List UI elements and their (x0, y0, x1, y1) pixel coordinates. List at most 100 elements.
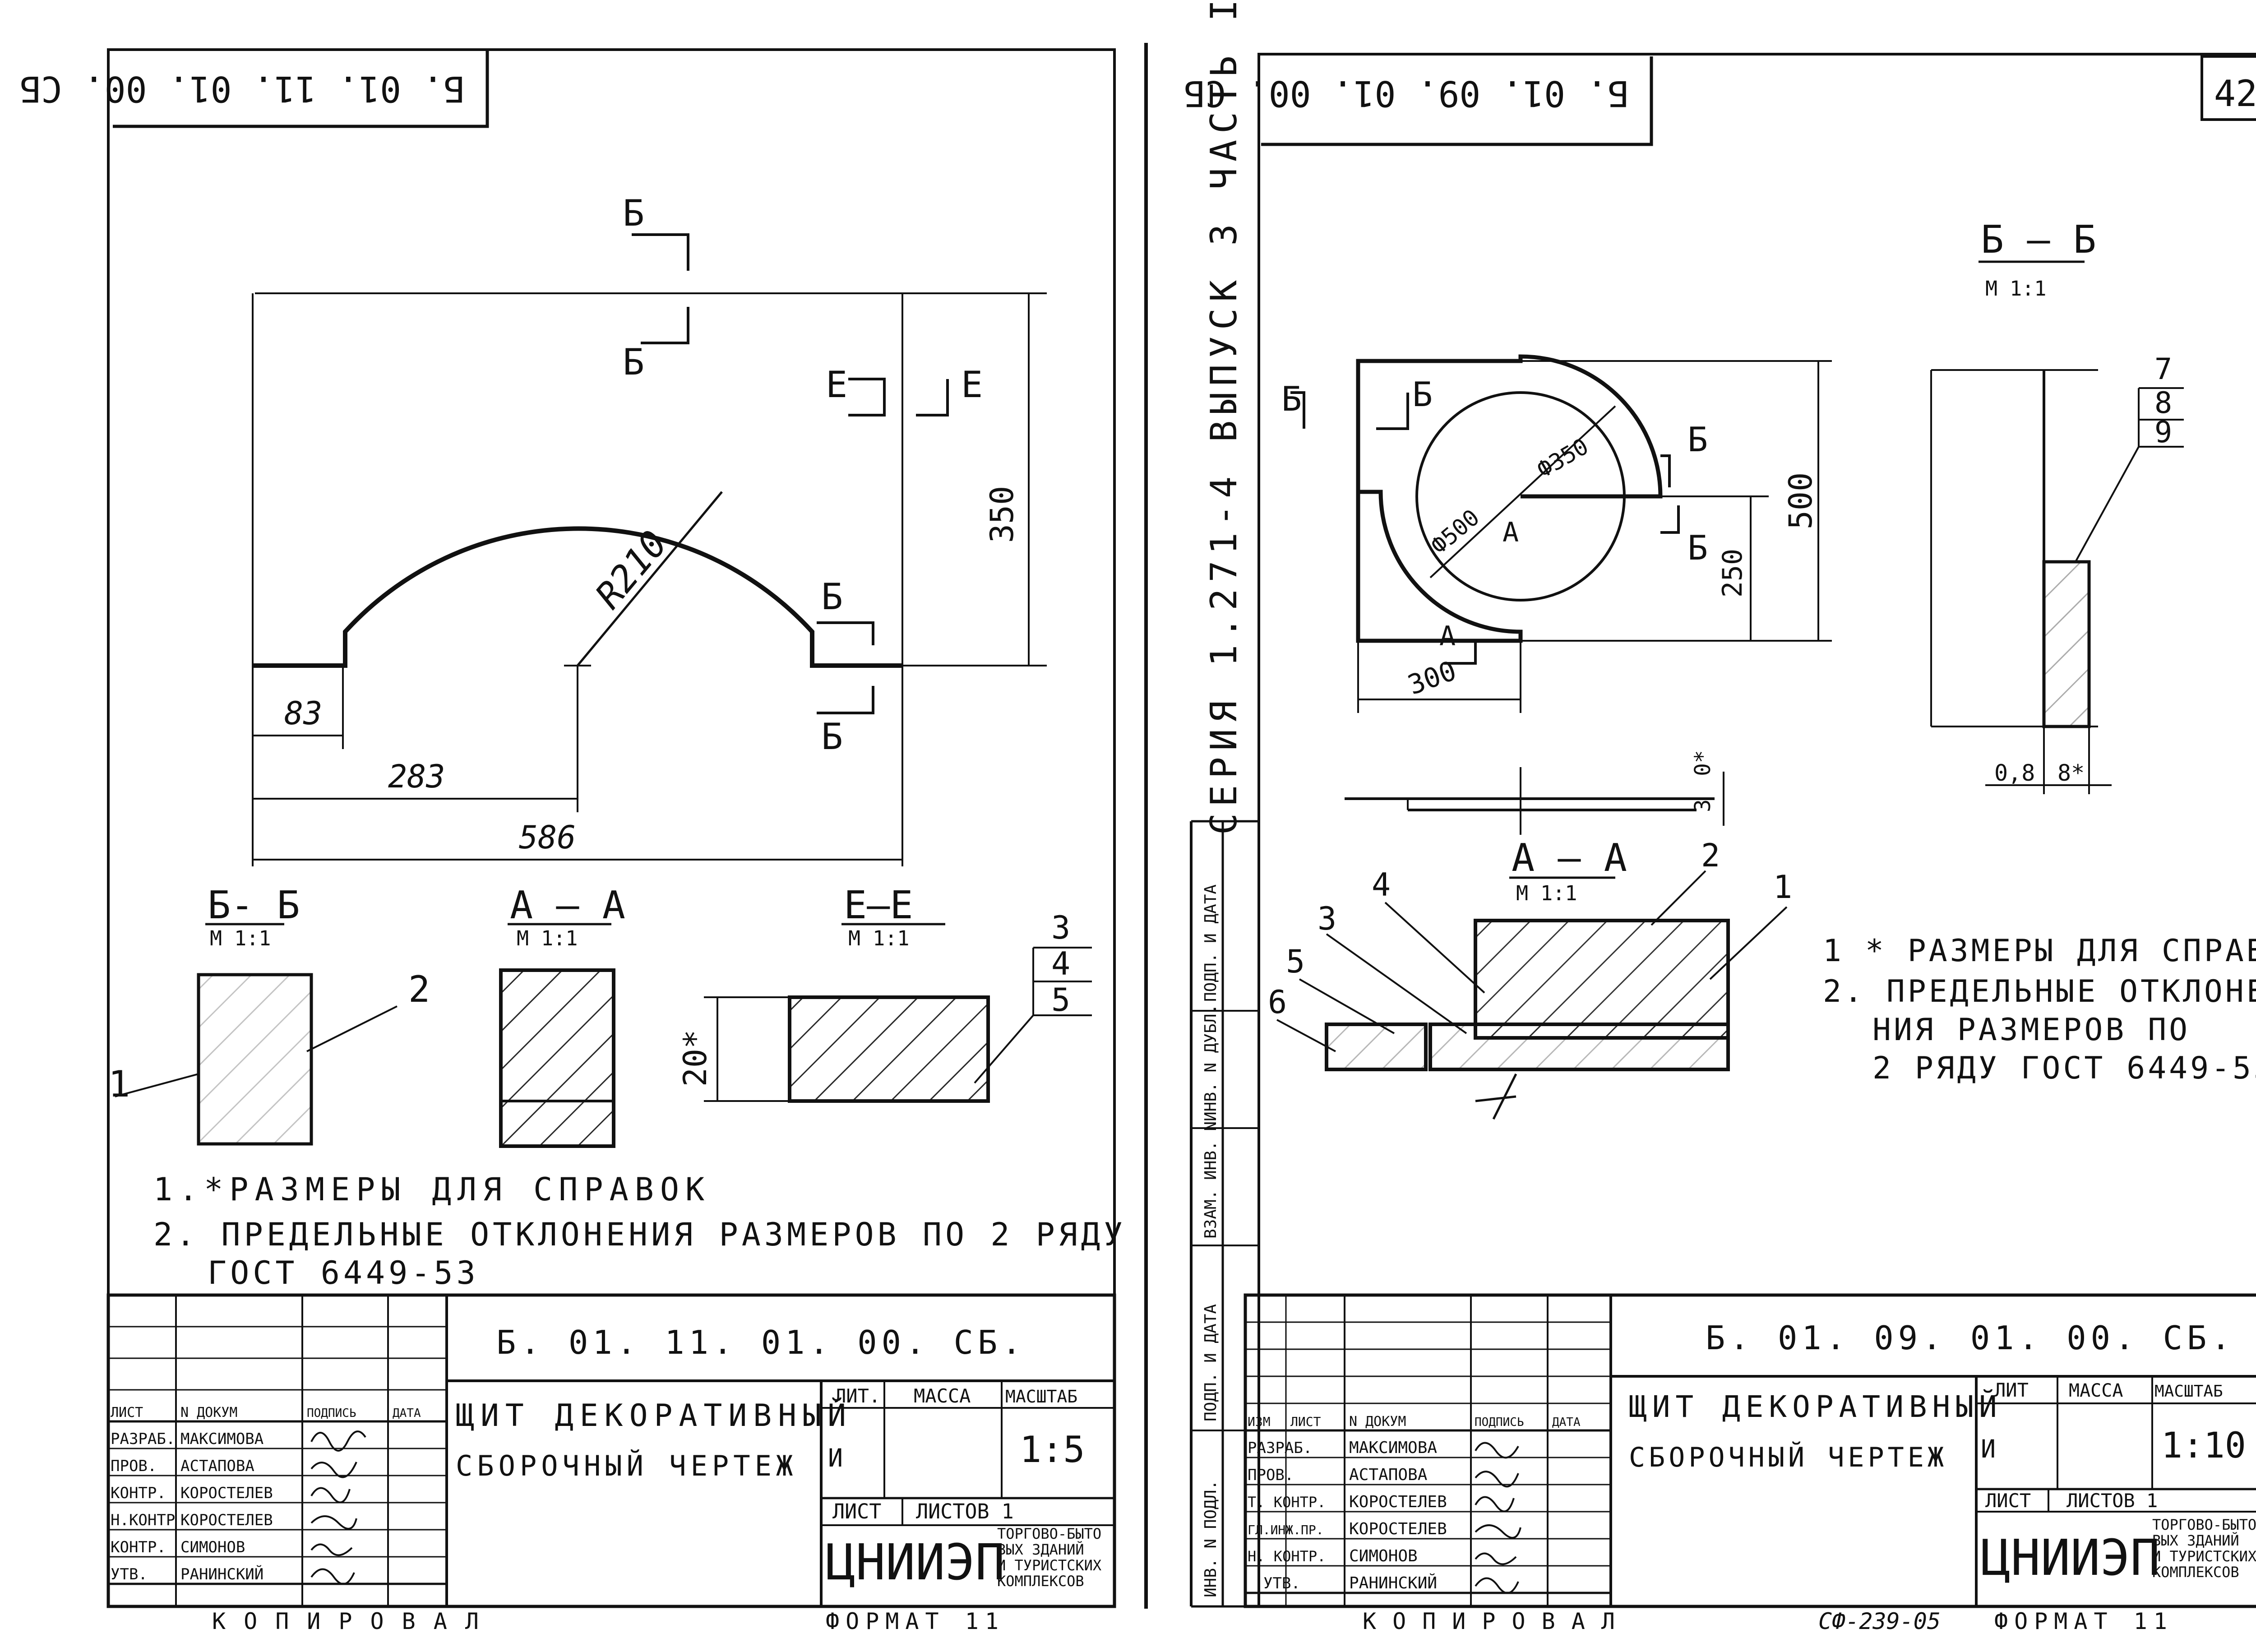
left-title-block: Б. 01. 11. 01. 00. СБ. ЩИТ ДЕКОРАТИВНЫЙ … (106, 1293, 1116, 1608)
left-designation: Б. 01. 11. 01. 00. СБ. (496, 1323, 1026, 1361)
left-section-ee: Е–Е М 1:1 20* 3 4 5 (677, 883, 1092, 1103)
dim-20: 20* (677, 1030, 714, 1087)
callout-1: 1 (108, 1063, 130, 1105)
svg-text:Е: Е (826, 364, 847, 406)
svg-text:ПОДПИСЬ: ПОДПИСЬ (307, 1407, 356, 1420)
svg-text:ДАТА: ДАТА (1552, 1416, 1581, 1429)
left-sheet-header: ЛИСТ (832, 1499, 881, 1523)
right-aa-callout-5: 5 (1286, 943, 1305, 980)
svg-text:УТВ.: УТВ. (1263, 1574, 1300, 1592)
callout-3: 3 (1051, 909, 1070, 946)
svg-text:ТОРГОВО-БЫТО: ТОРГОВО-БЫТО (997, 1525, 1101, 1542)
svg-text:ТОРГОВО-БЫТО: ТОРГОВО-БЫТО (2152, 1516, 2256, 1533)
svg-text:ИНВ. N ПОДЛ.: ИНВ. N ПОДЛ. (1202, 1480, 1220, 1597)
left-section-aa: А – А М 1:1 (499, 883, 625, 1148)
callout-5: 5 (1051, 981, 1070, 1018)
right-bb-dim-8: 8* (2057, 760, 2085, 786)
svg-text:КОРОСТЕЛЕВ: КОРОСТЕЛЕВ (180, 1511, 273, 1529)
right-stamp-code: Б. 01. 09. 01. 00. СБ (1184, 73, 1629, 113)
left-note-3: ГОСТ 6449-53 (208, 1254, 479, 1291)
callout-2: 2 (408, 968, 430, 1010)
svg-text:ИЗМ: ИЗМ (1248, 1414, 1271, 1429)
right-aa-scale: М 1:1 (1516, 881, 1577, 905)
signature-marks (1475, 1442, 1521, 1594)
section-mark-b-right: Б Б (817, 576, 874, 758)
svg-text:ВЫХ ЗДАНИЙ: ВЫХ ЗДАНИЙ (2152, 1532, 2239, 1549)
left-footer-copied: КОПИРОВАЛ (212, 1608, 497, 1634)
svg-text:А: А (1439, 620, 1456, 652)
svg-text:КОНТР.: КОНТР. (111, 1538, 166, 1556)
right-designation: Б. 01. 09. 01. 00. СБ. (1706, 1319, 2235, 1357)
svg-text:РАНИНСКИЙ: РАНИНСКИЙ (1349, 1573, 1437, 1592)
section-mark-b-top: Б Б (623, 192, 689, 383)
plan-section-marks: Б Б Б Б А А (1281, 375, 1708, 665)
left-section-bb: Б- Б М 1:1 1 2 (108, 883, 430, 1146)
left-mass-header: МАССА (914, 1385, 971, 1407)
right-sheet-header: ЛИСТ (1985, 1490, 2031, 1512)
svg-text:ВЗАМ. ИНВ. N: ВЗАМ. ИНВ. N (1202, 1121, 1220, 1239)
left-sheets-header: ЛИСТОВ 1 (916, 1499, 1014, 1523)
svg-text:Б: Б (1687, 528, 1708, 568)
svg-text:Б: Б (821, 576, 843, 618)
right-callout-7: 7 (2154, 352, 2172, 386)
left-lit-value: И (828, 1444, 843, 1472)
right-stamp: Б. 01. 09. 01. 00. СБ 42 (1184, 55, 2256, 146)
signature-marks (310, 1430, 366, 1585)
right-sheet: Б. 01. 09. 01. 00. СБ 42 СЕРИЯ 1.271-4 В… (1184, 0, 2256, 1634)
right-footer-code: СФ-239-05 (1818, 1608, 1941, 1634)
left-notes: 1.*РАЗМЕРЫ ДЛЯ СПРАВОК 2. ПРЕДЕЛЬНЫЕ ОТК… (153, 1171, 1123, 1291)
right-page-number: 42 (2214, 73, 2256, 115)
svg-text:Б: Б (1412, 375, 1433, 414)
svg-text:N ДОКУМ: N ДОКУМ (180, 1405, 237, 1421)
svg-text:И ТУРИСТСКИХ: И ТУРИСТСКИХ (997, 1557, 1101, 1574)
right-aa-callout-3: 3 (1318, 900, 1336, 937)
dim-dia-350: Ф350 (1533, 433, 1593, 483)
left-stamp: Б. 01. 11. 01. 00. СБ (20, 50, 489, 128)
svg-text:N ДОКУМ: N ДОКУМ (1349, 1414, 1406, 1430)
right-org-name: ЦНИИЭП (1981, 1529, 2160, 1587)
right-mass-header: МАССА (2069, 1380, 2123, 1401)
svg-text:КОРОСТЕЛЕВ: КОРОСТЕЛЕВ (1349, 1520, 1447, 1538)
right-note-3: НИЯ РАЗМЕРОВ ПО (1872, 1012, 2190, 1048)
svg-text:ЛИСТ: ЛИСТ (111, 1405, 143, 1421)
right-title-block: Б. 01. 09. 01. 00. СБ. ЩИТ ДЕКОРАТИВНЫЙ … (1244, 1293, 2256, 1608)
left-sheet: Б. 01. 11. 01. 00. СБ 350 R210 83 283 58 (20, 43, 1148, 1634)
left-front-view: 350 R210 83 283 586 Б Б Е (252, 192, 1047, 866)
right-footer-format: ФОРМАТ 11 (1994, 1608, 2173, 1634)
right-aa-callout-2: 2 (1701, 837, 1720, 874)
right-bb-title: Б – Б (1981, 217, 2096, 262)
right-section-bb: Б – Б М 1:1 0,8 8* 7 8 9 (1930, 217, 2184, 794)
svg-text:ПОДП. И ДАТА: ПОДП. И ДАТА (1202, 1304, 1220, 1421)
svg-text:ПРОВ.: ПРОВ. (1248, 1466, 1294, 1484)
right-plan-view: 500 250 300 Ф500 Ф350 Б Б Б Б А А (1281, 354, 1832, 713)
right-scale-value: 1:10 (2161, 1425, 2246, 1466)
strip-dim-3: 3 (1690, 799, 1715, 812)
svg-text:СИМОНОВ: СИМОНОВ (1349, 1547, 1418, 1565)
svg-text:КОМПЛЕКСОВ: КОМПЛЕКСОВ (2152, 1564, 2239, 1581)
series-label: СЕРИЯ 1.271-4 ВЫПУСК 3 ЧАСТЬ I (1203, 0, 1245, 835)
svg-text:КОРОСТЕЛЕВ: КОРОСТЕЛЕВ (1349, 1493, 1447, 1511)
right-bb-scale: М 1:1 (1985, 277, 2046, 301)
svg-text:КОНТР.: КОНТР. (111, 1484, 166, 1502)
svg-text:Б: Б (1687, 420, 1708, 459)
svg-text:Е: Е (961, 364, 983, 406)
svg-text:Б: Б (623, 341, 644, 383)
left-stamp-code: Б. 01. 11. 01. 00. СБ (20, 68, 465, 109)
svg-text:РАЗРАБ.: РАЗРАБ. (1248, 1439, 1312, 1457)
svg-text:ПОДПИСЬ: ПОДПИСЬ (1475, 1416, 1524, 1429)
svg-text:Б: Б (623, 192, 644, 234)
right-frame (1257, 53, 2256, 1608)
right-name-2: СБОРОЧНЫЙ ЧЕРТЕЖ (1629, 1441, 1947, 1473)
dim-300: 300 (1404, 655, 1461, 701)
left-name-2: СБОРОЧНЫЙ ЧЕРТЕЖ (456, 1449, 797, 1482)
right-scale-header: МАСШТАБ (2154, 1382, 2223, 1401)
svg-text:ДАТА: ДАТА (393, 1407, 421, 1420)
section-aa-title: А – А (510, 883, 625, 928)
right-callout-9: 9 (2154, 416, 2172, 449)
section-bb-title: Б- Б (208, 883, 300, 928)
left-scale-value: 1:5 (1020, 1429, 1085, 1471)
svg-text:АСТАПОВА: АСТАПОВА (1349, 1466, 1428, 1484)
svg-text:Б: Б (1281, 379, 1302, 419)
right-margin-column: ПОДП. И ДАТА ИНВ. N ДУБЛ. ВЗАМ. ИНВ. N П… (1190, 820, 1259, 1608)
